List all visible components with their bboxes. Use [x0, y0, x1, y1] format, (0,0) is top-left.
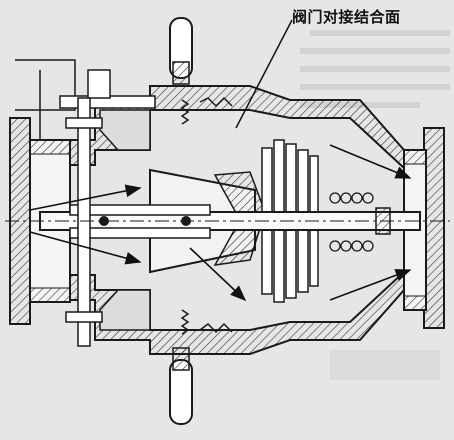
lower-body-shell — [69, 269, 405, 355]
background-paper-texture — [300, 30, 450, 380]
disc-springs — [329, 192, 374, 252]
top-handwheel — [169, 17, 193, 85]
flow-arrows — [29, 144, 412, 302]
upper-spring — [180, 96, 233, 125]
guide-link — [65, 97, 103, 347]
callout-label: 阀门对接结合面 — [292, 8, 401, 26]
lower-spring — [180, 309, 233, 335]
callout-leader-line — [235, 19, 293, 129]
bottom-handwheel — [169, 347, 193, 425]
